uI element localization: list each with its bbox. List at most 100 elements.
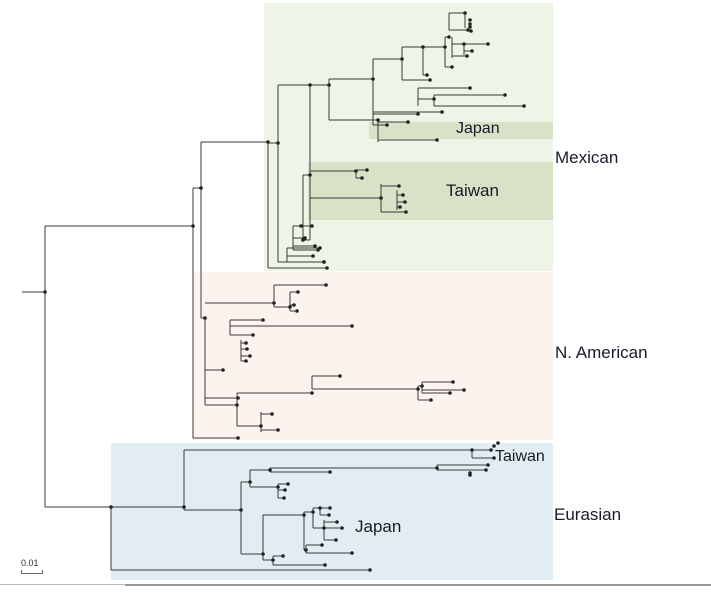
tree-node xyxy=(451,380,455,384)
tree-node xyxy=(465,54,469,58)
tree-node xyxy=(281,554,285,558)
tree-node xyxy=(261,318,265,322)
tree-node xyxy=(428,78,432,82)
tree-node xyxy=(318,246,322,250)
tree-node xyxy=(244,341,248,345)
subregion-label-taiwan-mexican: Taiwan xyxy=(446,181,499,200)
subregion-taiwan-mexican xyxy=(308,162,553,220)
tree-node xyxy=(109,505,113,509)
tree-node xyxy=(468,86,472,90)
tree-node xyxy=(283,488,287,492)
tree-node xyxy=(398,205,402,209)
tree-node xyxy=(268,468,272,472)
tree-node xyxy=(468,471,472,475)
tree-node xyxy=(322,526,326,530)
tree-node xyxy=(295,309,299,313)
tree-node xyxy=(420,384,424,388)
tree-node xyxy=(484,468,488,472)
tree-node xyxy=(468,25,472,29)
tree-node xyxy=(335,520,339,524)
tree-node xyxy=(266,140,270,144)
tree-node xyxy=(328,506,332,510)
tree-node xyxy=(376,118,380,122)
divider xyxy=(125,584,711,586)
tree-node xyxy=(259,424,263,428)
tree-node xyxy=(416,112,420,116)
tree-node xyxy=(350,551,354,555)
tree-node xyxy=(350,324,354,328)
tree-node xyxy=(323,563,327,567)
tree-node xyxy=(199,186,203,190)
tree-node xyxy=(400,57,404,61)
tree-node xyxy=(397,184,401,188)
tree-node xyxy=(365,168,369,172)
tree-node xyxy=(432,97,436,101)
tree-node xyxy=(288,305,292,309)
tree-node xyxy=(440,110,444,114)
tree-node xyxy=(416,387,420,391)
subregion-label-japan-mexican: Japan xyxy=(456,120,500,137)
tree-node xyxy=(470,448,474,452)
tree-node xyxy=(492,444,496,448)
tree-node xyxy=(429,398,433,402)
tree-node xyxy=(443,45,447,49)
tree-node xyxy=(303,236,307,240)
tree-node xyxy=(311,254,315,258)
tree-node xyxy=(251,333,255,337)
tree-node xyxy=(325,266,329,270)
tree-node xyxy=(322,260,326,264)
tree-node xyxy=(271,558,275,562)
region-label-eurasian: Eurasian xyxy=(554,505,622,524)
region-n-american xyxy=(192,272,553,440)
tree-node xyxy=(522,104,526,108)
tree-node xyxy=(320,543,324,547)
tree-node xyxy=(286,482,290,486)
tree-node xyxy=(334,538,338,542)
tree-node xyxy=(421,45,425,49)
tree-node xyxy=(327,83,331,87)
tree-node xyxy=(447,35,451,39)
tree-node xyxy=(468,18,472,22)
tree-node xyxy=(43,290,47,294)
tree-node xyxy=(248,480,252,484)
tree-node xyxy=(468,22,472,26)
tree-node xyxy=(379,196,383,200)
tree-node xyxy=(327,513,331,517)
tree-node xyxy=(466,28,470,32)
tree-node xyxy=(338,374,342,378)
tree-node xyxy=(469,29,473,33)
tree-node xyxy=(299,224,303,228)
tree-node xyxy=(492,456,496,460)
tree-node xyxy=(462,42,466,46)
region-label-n-american: N. American xyxy=(555,343,648,362)
scale-bar-label: 0.01 xyxy=(21,558,39,568)
tree-node xyxy=(296,290,300,294)
tree-node xyxy=(272,301,276,305)
region-label-mexican: Mexican xyxy=(555,148,619,167)
tree-node xyxy=(244,359,248,363)
tree-node xyxy=(276,485,280,489)
tree-node xyxy=(489,448,493,452)
tree-node xyxy=(276,141,280,145)
tree-node xyxy=(462,388,466,392)
tree-node xyxy=(425,73,429,77)
tree-node xyxy=(236,436,240,440)
tree-node xyxy=(282,496,286,500)
tree-node xyxy=(496,441,500,445)
tree-node xyxy=(463,11,467,15)
subregion-label-japan-eurasian: Japan xyxy=(355,517,402,536)
tree-node xyxy=(248,354,252,358)
tree-node xyxy=(261,552,265,556)
tree-node xyxy=(270,412,274,416)
tree-node xyxy=(235,403,239,407)
tree-node xyxy=(406,120,410,124)
tree-node xyxy=(503,93,507,97)
tree-node xyxy=(318,506,322,510)
tree-node xyxy=(308,83,312,87)
tree-node xyxy=(450,65,454,69)
tree-node xyxy=(403,200,407,204)
tree-node xyxy=(371,77,375,81)
tree-node xyxy=(435,138,439,142)
tree-node xyxy=(324,283,328,287)
